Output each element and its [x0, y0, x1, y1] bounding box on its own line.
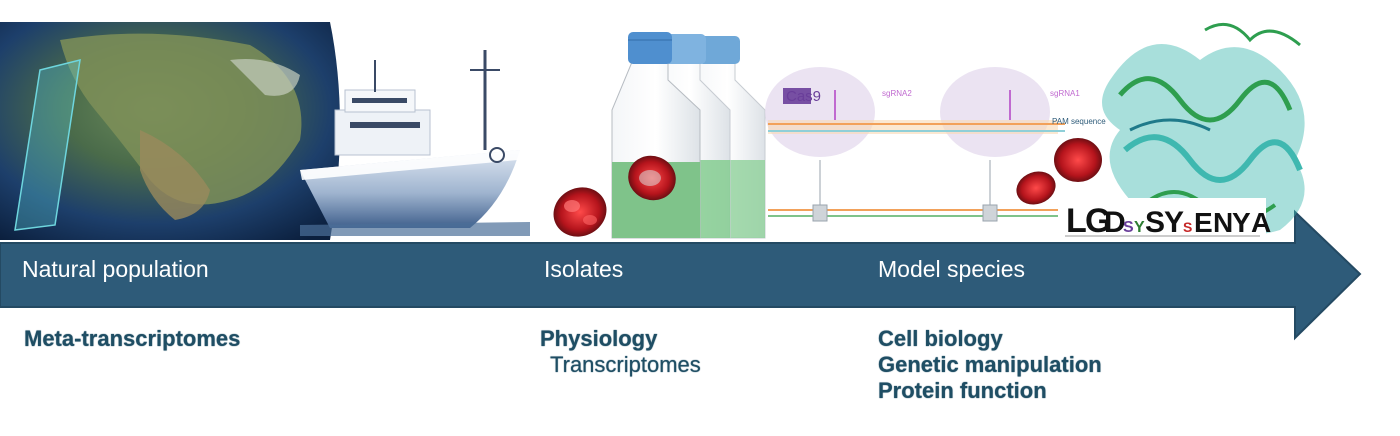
topic-protein-function: Protein function: [878, 378, 1047, 403]
research-ship-image: [300, 50, 530, 236]
topic-physiology: Physiology: [540, 326, 658, 351]
logo-letter: D: [1104, 206, 1126, 239]
diatom-cells-image: [1016, 138, 1102, 205]
crispr-schematic: Cas9 sgRNA2 sgRNA1 PAM sequence: [765, 67, 1106, 222]
timeline-arrow: [0, 209, 1362, 341]
logo-letter: L: [1066, 202, 1087, 240]
culture-flasks-image: [611, 32, 766, 239]
logo-letter: Y: [1164, 206, 1184, 239]
logo-letter: S: [1145, 206, 1165, 239]
cas9-label: Cas9: [786, 88, 821, 105]
logo-letter: Y: [1134, 219, 1145, 236]
logo-letter: S: [1123, 219, 1134, 236]
logo-letter: N: [1213, 207, 1233, 238]
sgrna2-label: sgRNA2: [882, 89, 912, 98]
logo-letter: E: [1194, 207, 1213, 238]
topic-meta-transcriptomes: Meta-transcriptomes: [24, 326, 241, 351]
diatom-cell-image: [553, 187, 607, 237]
logo-letter: S: [1183, 219, 1192, 235]
topic-cell-biology: Cell biology: [878, 326, 1003, 351]
model-species-topics: Cell biology Genetic manipulation Protei…: [878, 326, 1102, 404]
logo-letter: Y: [1232, 207, 1251, 238]
sgrna1-label: sgRNA1: [1050, 89, 1080, 98]
natural-population-topics: Meta-transcriptomes: [24, 326, 240, 352]
isolates-topics: Physiology Transcriptomes: [540, 326, 701, 378]
protein-structure-image: [1102, 22, 1305, 235]
logo-letter: G: [1085, 202, 1111, 240]
topic-transcriptomes: Transcriptomes: [550, 352, 701, 377]
pam-sequence-label: PAM sequence: [1052, 117, 1106, 126]
stage-label-natural-population: Natural population: [22, 256, 209, 282]
earth-image: [0, 22, 340, 240]
logo-letter: A: [1251, 207, 1271, 238]
topic-genetic-manipulation: Genetic manipulation: [878, 352, 1102, 377]
stage-label-model-species: Model species: [878, 256, 1026, 282]
stage-label-isolates: Isolates: [544, 256, 624, 282]
